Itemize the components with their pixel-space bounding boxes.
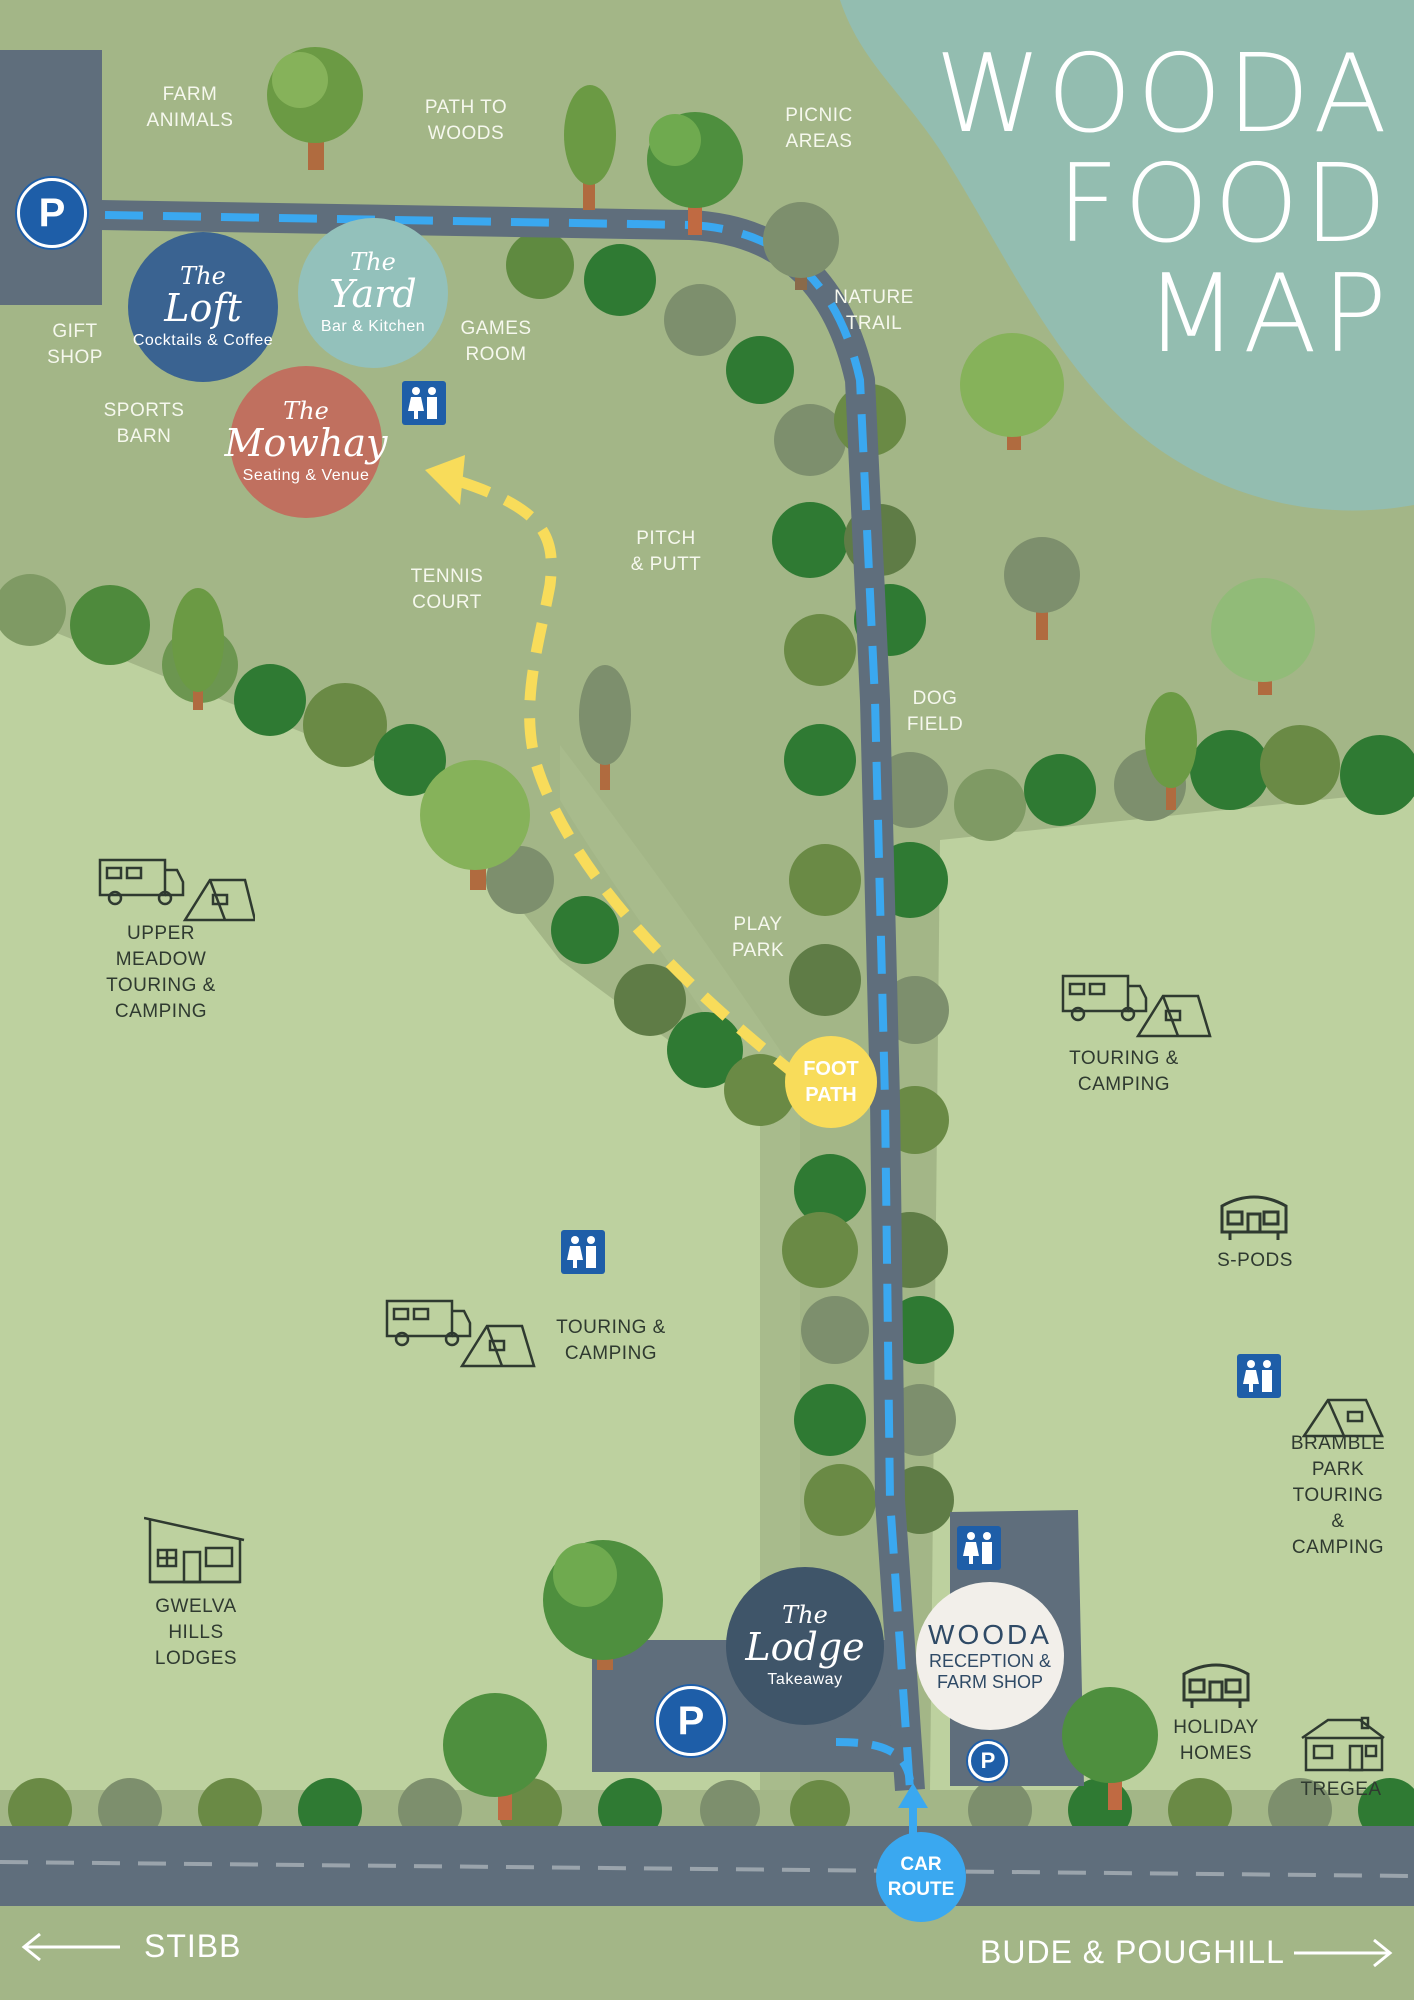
motorhome-icon	[1061, 974, 1212, 1038]
tree-icon	[267, 47, 363, 170]
main-road	[0, 1826, 1414, 1906]
venue-mowhay-the: The	[283, 397, 329, 425]
tent-icon	[1302, 1398, 1384, 1438]
label-farm-animals: FARM ANIMALS	[146, 84, 234, 131]
tree-icon	[172, 588, 224, 710]
venue-yard-the: The	[350, 248, 396, 276]
parking-icon: P	[968, 1741, 1008, 1781]
car-route-badge: CAR ROUTE	[876, 1832, 966, 1922]
lodge-icon	[144, 1516, 245, 1584]
reception-subtitle: RECEPTION & FARM SHOP	[928, 1651, 1052, 1692]
venue-the-loft[interactable]: The Loft Cocktails & Coffee	[128, 232, 278, 382]
pod-icon	[1220, 1195, 1288, 1240]
tree-icon	[960, 333, 1064, 450]
motorhome-icon	[385, 1299, 536, 1368]
venue-mowhay-name: Mowhay	[224, 421, 388, 465]
car-route-line	[104, 211, 914, 1791]
toilets-icon	[1237, 1354, 1281, 1398]
tree-icon	[1145, 692, 1197, 810]
parking-icon: P	[656, 1686, 726, 1756]
road-centre-line	[0, 1860, 1414, 1878]
venue-loft-the: The	[180, 262, 226, 290]
label-games-room: GAMES ROOM	[460, 318, 532, 365]
reception-name: WOODA	[928, 1619, 1052, 1650]
tree-icon	[763, 202, 839, 290]
venue-lodge-name: Lodge	[745, 1625, 865, 1669]
tree-icon	[1062, 1687, 1158, 1810]
label-tennis-court: TENNIS COURT	[410, 566, 484, 613]
direction-left-label: STIBB	[144, 1928, 242, 1964]
tree-icon	[420, 760, 530, 890]
venue-yard-subtitle: Bar & Kitchen	[320, 318, 426, 335]
venue-lodge-the: The	[782, 1601, 828, 1629]
label-upper-meadow: UPPER MEADOW TOURING & CAMPING	[106, 923, 216, 1022]
label-holiday-homes: HOLIDAY HOMES	[1173, 1717, 1259, 1764]
label-dog-field: DOG FIELD	[906, 688, 964, 735]
toilets-icon	[561, 1230, 605, 1274]
venue-loft-subtitle: Cocktails & Coffee	[132, 332, 274, 349]
venue-the-lodge[interactable]: The Lodge Takeaway	[726, 1567, 884, 1725]
label-nature-trail: NATURE TRAIL	[834, 287, 914, 334]
arrow-left-icon	[21, 1932, 120, 1962]
label-touring-camping-right: TOURING & CAMPING	[1069, 1048, 1179, 1095]
venue-yard-name: Yard	[329, 272, 417, 316]
cottage-icon	[1301, 1716, 1385, 1772]
car-park-top-left	[0, 50, 102, 305]
water-area	[840, 0, 1414, 511]
venue-lodge-subtitle: Takeaway	[767, 1671, 843, 1688]
car-route-branch	[835, 1738, 914, 1781]
label-gwelva-hills-lodges: GWELVA HILLS LODGES	[154, 1596, 238, 1669]
label-path-to-woods: PATH TO WOODS	[424, 97, 508, 144]
toilets-icon	[957, 1526, 1001, 1570]
label-s-pods: S-PODS	[1217, 1250, 1293, 1271]
foot-path-badge: FOOT PATH	[785, 1036, 877, 1128]
venue-the-mowhay[interactable]: The Mowhay Seating & Venue	[225, 366, 387, 518]
label-tregea: TREGEA	[1300, 1779, 1382, 1800]
tree-icon	[579, 665, 631, 790]
venue-the-yard[interactable]: The Yard Bar & Kitchen	[298, 218, 448, 368]
label-picnic-areas: PICNIC AREAS	[785, 105, 853, 152]
arrow-right-icon	[1294, 1938, 1393, 1968]
foot-path-arrow-head	[425, 455, 465, 505]
motorhome-icon	[98, 858, 255, 922]
tree-icon	[543, 1540, 663, 1670]
lower-meadow-left	[0, 610, 800, 1790]
label-gift-shop: GIFT SHOP	[47, 321, 103, 368]
label-bramble-park: BRAMBLE PARK TOURING & CAMPING	[1290, 1433, 1386, 1558]
direction-right-label: BUDE & POUGHILL	[980, 1934, 1285, 1970]
title-line-1: WOODA	[935, 32, 1392, 157]
venue-loft-name: Loft	[164, 286, 242, 330]
label-pitch-putt: PITCH & PUTT	[630, 528, 702, 575]
toilets-icon	[402, 381, 446, 425]
venue-mowhay-subtitle: Seating & Venue	[242, 467, 370, 484]
venue-wooda-reception[interactable]: WOODA RECEPTION & FARM SHOP	[916, 1582, 1064, 1730]
label-sports-barn: SPORTS BARN	[103, 400, 185, 447]
label-touring-camping-mid: TOURING & CAMPING	[556, 1317, 666, 1364]
holiday-home-icon	[1182, 1663, 1250, 1708]
tree-icon	[564, 85, 616, 210]
title-line-2: FOOD	[1056, 142, 1392, 267]
tree-icon	[443, 1693, 547, 1820]
central-field	[560, 745, 800, 1790]
title-line-3: MAP	[1144, 252, 1392, 377]
tree-icon	[1211, 578, 1315, 695]
tree-icon	[647, 112, 743, 235]
foot-path-line	[453, 474, 804, 1083]
label-play-park: PLAY PARK	[731, 914, 785, 961]
parking-icon: P	[17, 178, 87, 248]
tree-icon	[1004, 537, 1080, 640]
hedgerow-top	[506, 231, 794, 404]
car-route-arrow-head	[898, 1783, 928, 1808]
